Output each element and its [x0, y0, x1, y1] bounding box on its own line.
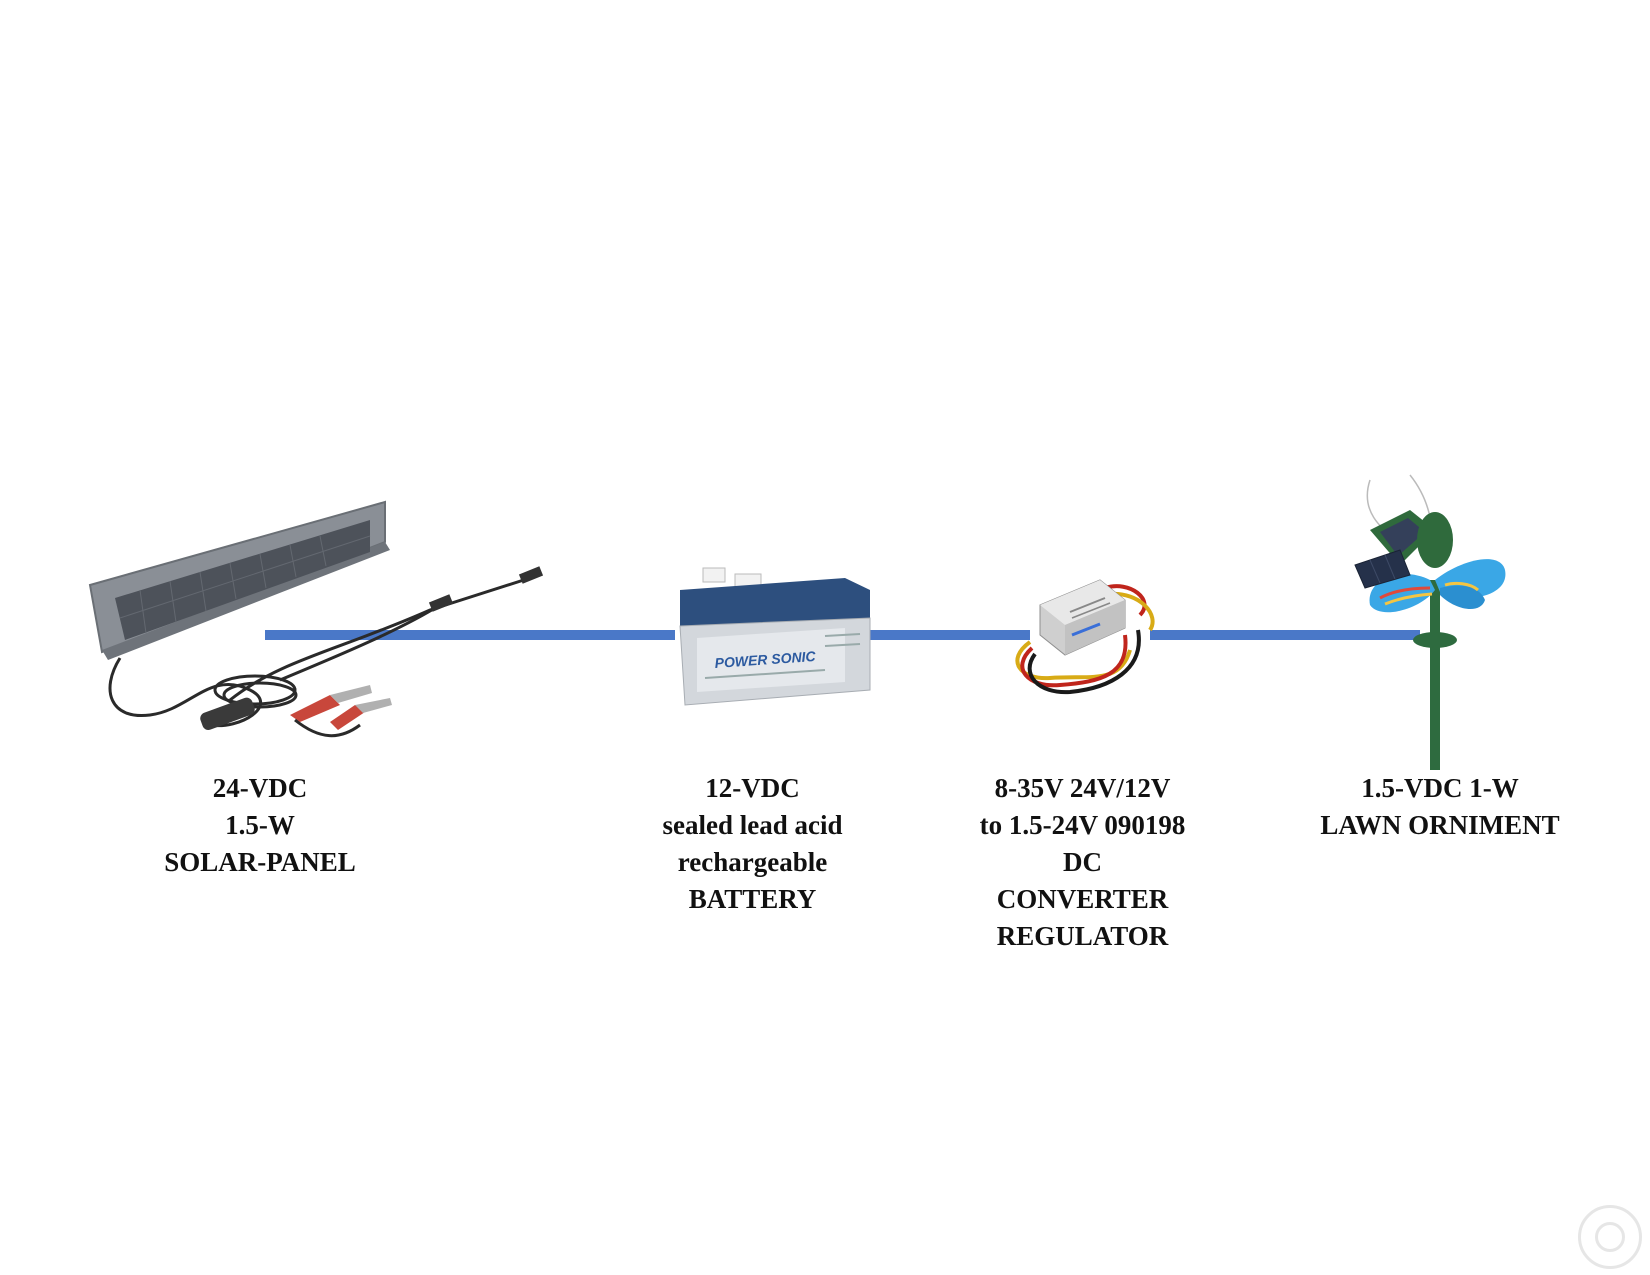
converter-label: 8-35V 24V/12V to 1.5-24V 090198 DC CONVE… — [960, 770, 1205, 955]
solar-panel-voltage: 24-VDC — [212, 773, 308, 803]
battery-type: sealed lead acid — [662, 810, 843, 840]
wire-battery-to-converter — [870, 630, 1030, 640]
wire-converter-to-ornament — [1150, 630, 1420, 640]
dc-converter-image — [1015, 579, 1155, 695]
solar-panel-wattage: 1.5-W — [225, 810, 295, 840]
wire-panel-to-battery — [265, 630, 675, 640]
converter-subname: REGULATOR — [996, 921, 1169, 951]
lawn-ornament-name: LAWN ORNIMENT — [1320, 810, 1560, 840]
lawn-ornament-image — [1354, 474, 1506, 770]
lawn-ornament-spec: 1.5-VDC 1-W — [1361, 773, 1519, 803]
battery-name: BATTERY — [688, 884, 817, 914]
battery-brand-text: POWER SONIC — [714, 648, 817, 671]
solar-panel-image — [88, 500, 544, 738]
battery-image: POWER SONIC — [679, 567, 871, 706]
battery-voltage: 12-VDC — [705, 773, 800, 803]
solar-panel-label: 24-VDC 1.5-W SOLAR-PANEL — [145, 770, 375, 881]
converter-type: DC — [1063, 847, 1102, 877]
lawn-ornament-label: 1.5-VDC 1-W LAWN ORNIMENT — [1290, 770, 1590, 844]
converter-output-range: to 1.5-24V 090198 — [979, 810, 1186, 840]
battery-feature: rechargeable — [677, 847, 828, 877]
battery-label: 12-VDC sealed lead acid rechargeable BAT… — [640, 770, 865, 918]
converter-name: CONVERTER — [996, 884, 1169, 914]
solar-panel-name: SOLAR-PANEL — [164, 847, 356, 877]
converter-input-range: 8-35V 24V/12V — [994, 773, 1171, 803]
watermark-logo — [1578, 1205, 1642, 1269]
